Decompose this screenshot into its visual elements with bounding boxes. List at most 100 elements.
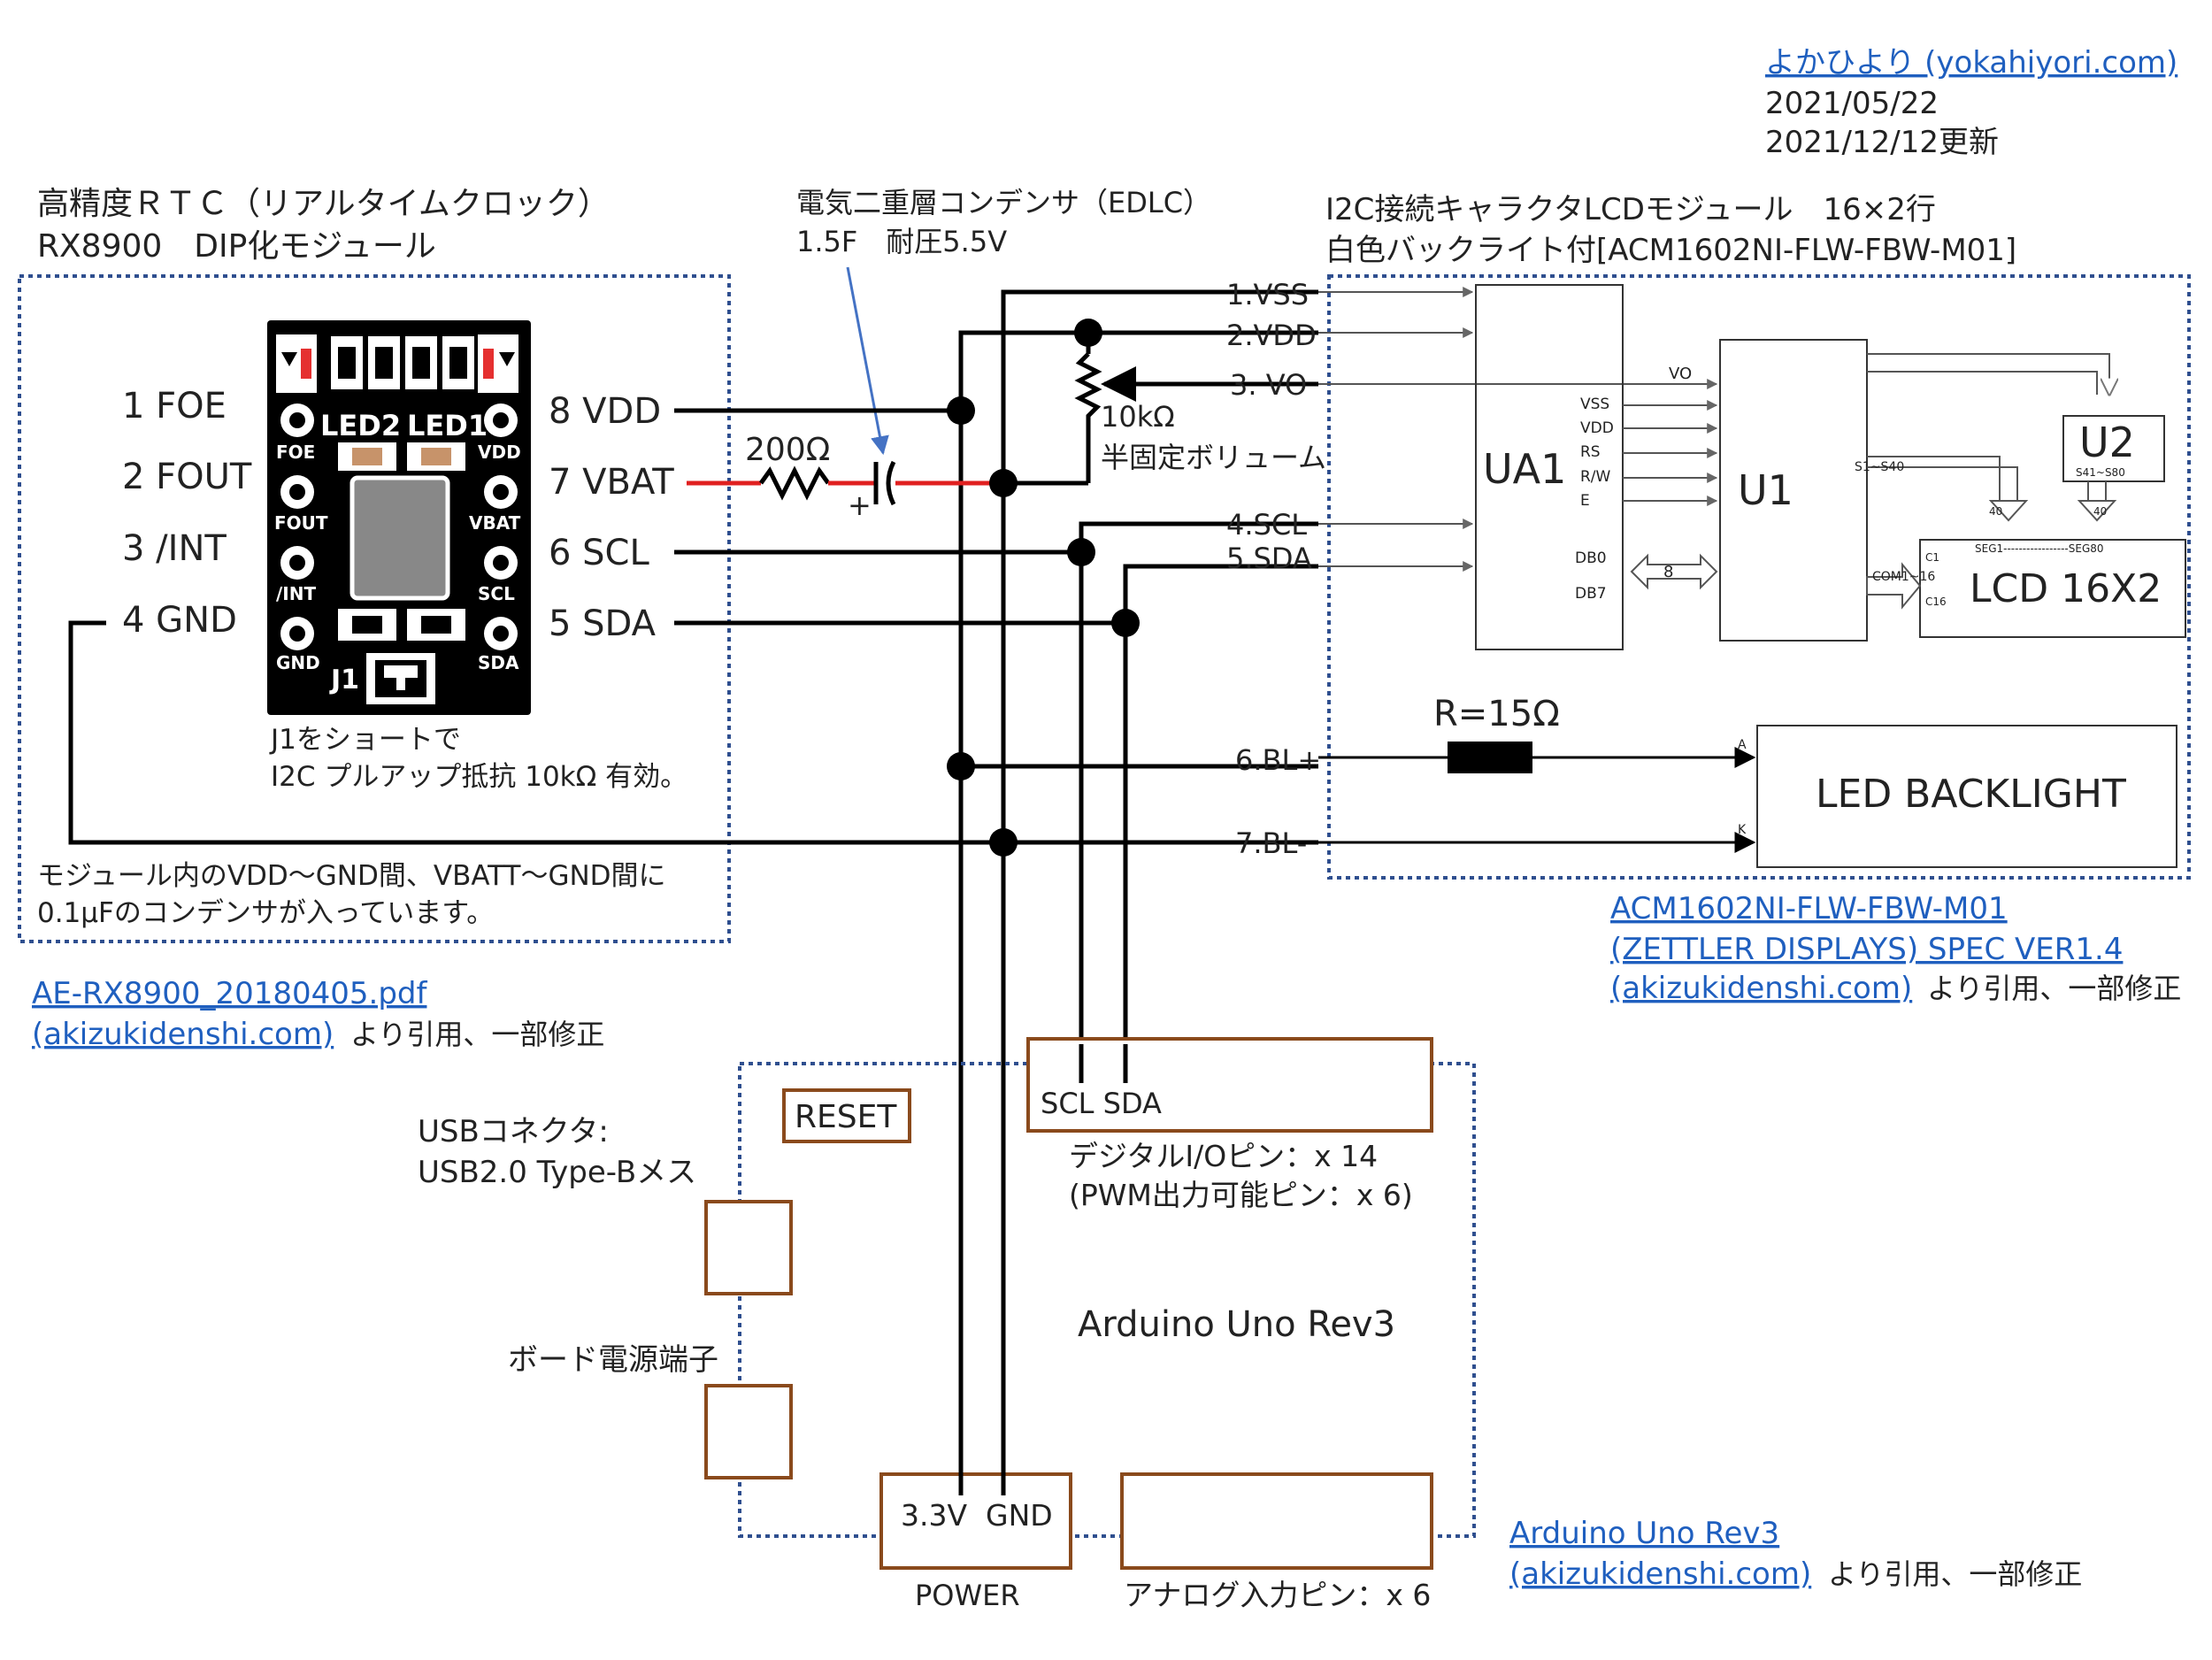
c1-label: C1: [1925, 551, 1939, 564]
lcd-pin-scl: 4.SCL: [1226, 508, 1307, 542]
rtc-title-line1: 高精度ＲＴＣ（リアルタイムクロック）: [37, 186, 610, 222]
chip-label-sda: SDA: [478, 652, 519, 673]
lcd-pin-vdd: 2.VDD: [1226, 319, 1317, 352]
chip-label-foe: FOE: [276, 442, 315, 463]
u2-block: [2062, 415, 2165, 482]
c16-label: C16: [1925, 596, 1947, 608]
digital-header-label: SCL SDA: [1041, 1087, 1162, 1120]
edlc-arrow: [846, 266, 889, 456]
usb-connector: [704, 1200, 793, 1295]
backlight-label: LED BACKLIGHT: [1816, 772, 2126, 817]
jumper-label: J1: [329, 665, 359, 696]
rtc-pin-sda: 5 SDA: [549, 603, 657, 644]
resistor-200-symbol: [758, 465, 831, 501]
digital-note-line1: デジタルI/Oピン：x 14: [1069, 1139, 1378, 1173]
arduino-source-link1[interactable]: Arduino Uno Rev3: [1509, 1516, 1779, 1551]
power-jack: [704, 1384, 793, 1479]
ua1-pin-vdd: VDD: [1580, 419, 1614, 437]
jumper-note-line1: J1をショートで: [269, 724, 461, 756]
anode-label: A: [1738, 738, 1747, 752]
resistor-15-symbol: [1448, 742, 1532, 773]
bus-width-label: 8: [1663, 563, 1673, 581]
u2-range: S41~S80: [2076, 466, 2125, 479]
pot-label: 半固定ボリューム: [1101, 441, 1326, 474]
resistor-200-label: 200Ω: [745, 432, 830, 468]
ua1-label: UA1: [1483, 445, 1566, 493]
rtc-pin-scl: 6 SCL: [549, 533, 649, 573]
arduino-source-suffix: より引用、一部修正: [1828, 1557, 2082, 1591]
wires: [68, 289, 1318, 1469]
rtc-source-suffix: より引用、一部修正: [350, 1018, 604, 1051]
rtc-pin-vdd: 8 VDD: [549, 391, 661, 432]
ua1-block: [1475, 284, 1624, 650]
ua1-pin-db0: DB0: [1575, 549, 1607, 567]
edlc-title-line1: 電気二重層コンデンサ（EDLC）: [796, 186, 1211, 219]
bus40-left: 40: [1989, 505, 2002, 518]
vbat-wire: [687, 460, 1003, 506]
backlight-block: [1756, 725, 2177, 868]
rtc-title-line2: RX8900 DIP化モジュール: [37, 228, 436, 265]
rtc-pin-int: 3 /INT: [122, 528, 227, 569]
date-updated: 2021/12/12更新: [1765, 125, 1999, 160]
lcd-title-line1: I2C接続キャラクタLCDモジュール 16×2行: [1325, 192, 1936, 227]
cap-note-line1: モジュール内のVDD～GND間、VBATT～GND間に: [37, 860, 666, 892]
led2-label: LED2: [320, 409, 401, 442]
s-range-label: S1~S40: [1855, 460, 1904, 474]
date-created: 2021/05/22: [1765, 86, 1939, 121]
power-header: [879, 1472, 1072, 1570]
rtc-pin-fout: 2 FOUT: [122, 457, 252, 497]
chip-label-fout: FOUT: [274, 512, 328, 534]
rtc-source-link2[interactable]: (akizukidenshi.com): [32, 1017, 334, 1052]
resistor-15-label: R=15Ω: [1433, 694, 1560, 734]
analog-label: アナログ入力ピン：x 6: [1124, 1578, 1431, 1612]
ua1-pin-rs: RS: [1580, 443, 1601, 461]
lcd-pin-blp: 6.BL+: [1235, 743, 1321, 777]
led-red-right: [483, 349, 494, 379]
rtc-module-border: [18, 274, 731, 943]
jumper-note-line2: I2C プルアップ抵抗 10kΩ 有効。: [271, 761, 687, 793]
rtc-board: LED2 LED1 FOE FOUT /INT GND VDD VBAT SCL…: [267, 320, 531, 715]
lcd-source-link3[interactable]: (akizukidenshi.com): [1610, 971, 1912, 1006]
reset-button[interactable]: [782, 1088, 911, 1143]
lcd-internal: [1318, 284, 2186, 868]
chip-label-vbat: VBAT: [469, 512, 521, 534]
usb-label-line1: USBコネクタ:: [418, 1114, 609, 1149]
cap-note-line2: 0.1μFのコンデンサが入っています。: [37, 897, 494, 929]
power-jack-label: ボード電源端子: [508, 1342, 718, 1378]
site-link[interactable]: よかひより (yokahiyori.com): [1765, 45, 2177, 81]
junction-dots: [947, 319, 1140, 857]
lcd-pin-vss: 1.VSS: [1226, 278, 1309, 311]
chip-label-scl: SCL: [478, 583, 515, 604]
lcd-module-border: [1327, 274, 2191, 880]
lcd-glass-block: [1919, 539, 2186, 638]
lcd16x2-label: LCD 16X2: [1970, 566, 2162, 611]
led1-label: LED1: [407, 409, 488, 442]
seg-range-label: SEG1-----------------SEG80: [1975, 542, 2104, 555]
reset-label: RESET: [795, 1099, 897, 1135]
arduino-title: Arduino Uno Rev3: [1078, 1304, 1395, 1345]
u1-label: U1: [1738, 466, 1793, 514]
ua1-pin-e: E: [1580, 492, 1590, 510]
u1-block: [1719, 339, 1868, 642]
edlc-plus: +: [848, 488, 872, 522]
rtc-source-link1[interactable]: AE-RX8900_20180405.pdf: [32, 976, 427, 1011]
bus40-right: 40: [2093, 505, 2107, 518]
rtc-pin-gnd: 4 GND: [122, 600, 237, 641]
usb-label-line2: USB2.0 Type-Bメス: [418, 1155, 696, 1190]
com-range-label: COM1~16: [1872, 570, 1935, 584]
lcd-source-link1[interactable]: ACM1602NI-FLW-FBW-M01: [1610, 891, 2008, 926]
rtc-right-pin-labels: 8 VDD 7 VBAT 6 SCL 5 SDA: [549, 391, 674, 644]
digital-header: [1026, 1037, 1433, 1133]
ua1-pin-rw: R/W: [1580, 468, 1611, 486]
lcd-pin-blm: 7.BL-: [1235, 826, 1307, 860]
rtc-pin-vbat: 7 VBAT: [549, 462, 674, 503]
digital-note-line2: (PWM出力可能ピン：x 6): [1069, 1178, 1413, 1212]
rtc-left-pin-labels: 1 FOE 2 FOUT 3 /INT 4 GND: [122, 386, 252, 641]
lcd-pin-labels: 1.VSS 2.VDD 3. VO 4.SCL 5.SDA 6.BL+ 7.BL…: [1226, 278, 1321, 860]
lcd-source-link2[interactable]: (ZETTLER DISPLAYS) SPEC VER1.4: [1610, 932, 2123, 967]
chip-label-gnd: GND: [276, 652, 320, 673]
arduino-source-link2[interactable]: (akizukidenshi.com): [1509, 1556, 1811, 1592]
lcd-pin-vo: 3. VO: [1230, 368, 1307, 402]
lcd-internal-text: UA1 VSS VDD RS R/W E DB0 DB7 8 U1 VO U2 …: [1433, 365, 2162, 837]
